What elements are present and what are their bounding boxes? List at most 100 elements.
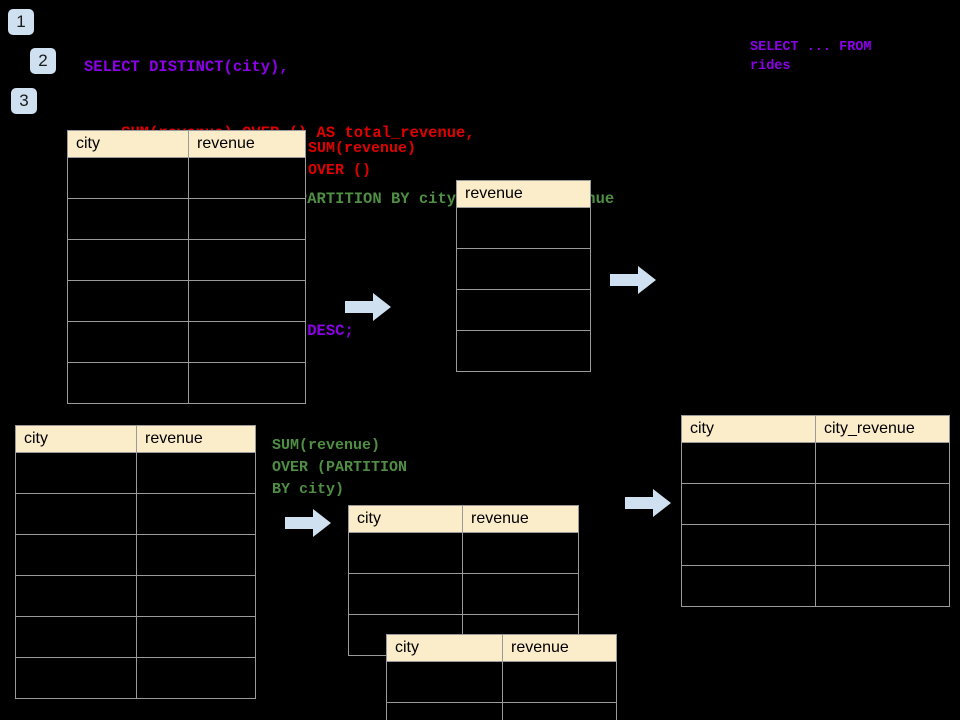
- table-cell: [815, 442, 950, 484]
- table-row: [456, 330, 591, 372]
- table-row: [15, 452, 256, 494]
- table-cell: [67, 239, 189, 281]
- table-cell: [67, 157, 189, 199]
- step-badge-3: 3: [11, 88, 37, 114]
- table-cell: [456, 289, 591, 331]
- table-cell: [15, 575, 137, 617]
- column-header-city: city: [15, 425, 137, 453]
- annotation-sum-over-partition: SUM(revenue) OVER (PARTITION BY city): [272, 437, 408, 498]
- table-row: [681, 524, 950, 566]
- table-row: [15, 493, 256, 535]
- column-header-city: city: [681, 415, 816, 443]
- column-header-revenue: revenue: [502, 634, 617, 662]
- table-cell: [136, 616, 256, 658]
- arrow-total-to-result: [610, 265, 656, 295]
- table-cell: [815, 524, 950, 566]
- table-cell: [188, 239, 306, 281]
- table-cell: [386, 702, 503, 720]
- step-badge-1: 1: [8, 9, 34, 35]
- table-row: [15, 616, 256, 658]
- table-header-row: city city_revenue: [681, 415, 950, 443]
- table-cell: [15, 657, 137, 699]
- table-row: [386, 702, 617, 720]
- table-cell: [188, 321, 306, 363]
- annotation-select-from: SELECT ... FROM rides: [750, 40, 872, 74]
- table-cell: [188, 198, 306, 240]
- table-cell: [15, 493, 137, 535]
- column-header-city: city: [348, 505, 463, 533]
- partition-table-front: city revenue: [348, 505, 579, 656]
- table-cell: [386, 661, 503, 703]
- table-row: [15, 534, 256, 576]
- table-header-row: city revenue: [386, 634, 617, 662]
- table-row: [67, 198, 306, 240]
- table-cell: [188, 157, 306, 199]
- table-cell: [67, 198, 189, 240]
- table-row: [67, 157, 306, 199]
- table-cell: [136, 657, 256, 699]
- table-cell: [348, 532, 463, 574]
- table-row: [15, 657, 256, 699]
- table-cell: [681, 524, 816, 566]
- table-cell: [136, 493, 256, 535]
- table-row: [681, 442, 950, 484]
- column-header-city: city: [386, 634, 503, 662]
- column-header-revenue: revenue: [188, 130, 306, 158]
- table-row: [67, 321, 306, 363]
- table-cell: [136, 534, 256, 576]
- table-cell: [188, 280, 306, 322]
- table-cell: [502, 702, 617, 720]
- table-row: [348, 532, 579, 574]
- table-cell: [681, 483, 816, 525]
- table-cell: [67, 280, 189, 322]
- table-cell: [681, 565, 816, 607]
- table-row: [456, 207, 591, 249]
- column-header-revenue: revenue: [456, 180, 591, 208]
- result-table: city city_revenue: [681, 415, 950, 607]
- column-header-city: city: [67, 130, 189, 158]
- table-header-row: city revenue: [348, 505, 579, 533]
- table-row: [67, 280, 306, 322]
- rides-source-table: city revenue: [67, 130, 306, 404]
- table-cell: [15, 616, 137, 658]
- table-cell: [456, 330, 591, 372]
- step-badge-2: 2: [30, 48, 56, 74]
- table-cell: [815, 565, 950, 607]
- table-row: [67, 239, 306, 281]
- table-cell: [67, 321, 189, 363]
- table-cell: [462, 532, 579, 574]
- arrow-partition-to-result: [625, 488, 671, 518]
- arrow-source-to-total: [345, 292, 391, 322]
- sql-line-select: SELECT DISTINCT(city),: [84, 58, 289, 76]
- table-cell: [136, 575, 256, 617]
- annotation-sum-over-empty: SUM(revenue) OVER (): [308, 140, 417, 179]
- table-cell: [348, 573, 463, 615]
- table-cell: [67, 362, 189, 404]
- partition-table-back: city revenue: [386, 634, 617, 720]
- total-revenue-table: revenue: [456, 180, 591, 372]
- table-cell: [456, 248, 591, 290]
- table-row: [456, 248, 591, 290]
- rides-source-table-2: city revenue: [15, 425, 256, 699]
- table-row: [386, 661, 617, 703]
- column-header-city-revenue: city_revenue: [815, 415, 950, 443]
- table-row: [348, 573, 579, 615]
- column-header-revenue: revenue: [136, 425, 256, 453]
- table-header-row: city revenue: [67, 130, 306, 158]
- table-cell: [681, 442, 816, 484]
- column-header-revenue: revenue: [462, 505, 579, 533]
- table-cell: [15, 534, 137, 576]
- table-row: [67, 362, 306, 404]
- table-row: [15, 575, 256, 617]
- table-cell: [456, 207, 591, 249]
- table-cell: [188, 362, 306, 404]
- table-row: [681, 565, 950, 607]
- arrow-source2-to-partition: [285, 508, 331, 538]
- table-cell: [815, 483, 950, 525]
- table-header-row: city revenue: [15, 425, 256, 453]
- table-cell: [462, 573, 579, 615]
- table-cell: [136, 452, 256, 494]
- table-header-row: revenue: [456, 180, 591, 208]
- table-cell: [15, 452, 137, 494]
